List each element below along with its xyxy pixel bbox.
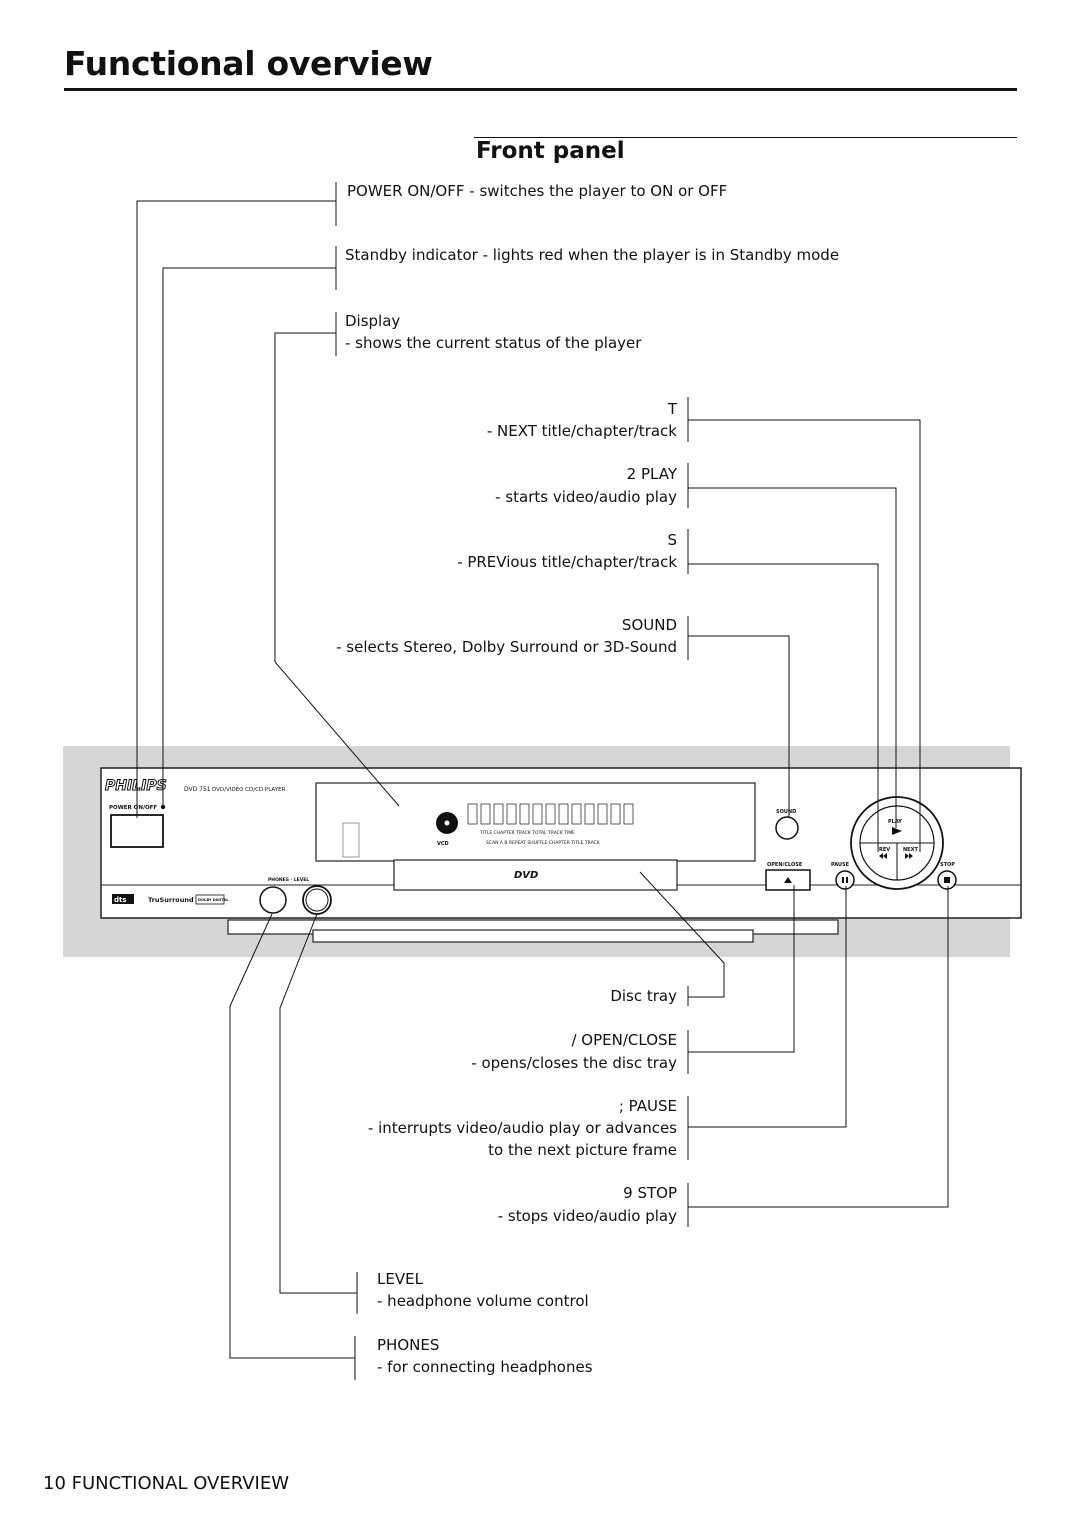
pause-leader — [688, 886, 847, 1128]
cd-logo — [342, 822, 360, 858]
eject-icon — [784, 877, 792, 883]
play-leader — [688, 487, 897, 828]
disc-tray[interactable] — [393, 859, 678, 891]
power-panel-label: POWER ON/OFF — [109, 805, 157, 811]
section-rule — [474, 137, 1017, 138]
next-leader — [688, 419, 921, 852]
next-panel-label: NEXT — [903, 847, 918, 853]
sound-panel-label: SOUND — [776, 809, 796, 815]
open-close-label-name: / OPEN/CLOSE — [571, 1031, 677, 1049]
section-title: Front panel — [476, 138, 625, 164]
standby-leader — [162, 267, 336, 806]
brand-logo: PHILIPS — [105, 778, 167, 794]
segment-display — [467, 803, 634, 825]
pause-label-desc1: - interrupts video/audio play or advance… — [367, 1119, 677, 1137]
standby-label: Standby indicator - lights red when the … — [345, 246, 840, 264]
stop-panel-label: STOP — [940, 862, 955, 868]
phones-jack[interactable] — [259, 886, 287, 914]
leader-lines — [136, 182, 949, 1380]
display-indicators-row1: TITLE CHAPTER TRACK TOTAL TRACK TIME — [479, 830, 575, 836]
stop-leader — [688, 886, 949, 1208]
phones-level-panel-label: PHONES · LEVEL — [268, 877, 309, 883]
page-title: Functional overview — [64, 44, 433, 83]
play-panel-label: PLAY — [888, 819, 902, 825]
level-label-name: LEVEL — [377, 1270, 423, 1288]
stop-label-name: 9 STOP — [623, 1184, 677, 1202]
prev-leader — [688, 563, 879, 852]
power-button[interactable] — [110, 814, 164, 848]
trusurround-logo: TruSurround — [148, 896, 194, 904]
display-leader — [274, 332, 400, 807]
sound-label-name: SOUND — [621, 616, 677, 634]
sound-label-desc: - selects Stereo, Dolby Surround or 3D-S… — [336, 638, 677, 656]
device-base-lip — [312, 929, 754, 943]
prev-label-name: S — [667, 531, 677, 549]
pause-label-desc2: to the next picture frame — [488, 1141, 677, 1159]
disc-tray-leader — [639, 871, 725, 998]
vcd-indicator: VCD — [437, 841, 449, 847]
phones-label-desc: - for connecting headphones — [377, 1358, 593, 1376]
model-desc: DVD/VIDEO CD/CD PLAYER — [212, 787, 286, 793]
phones-label-name: PHONES — [377, 1336, 440, 1354]
next-icon — [905, 853, 913, 859]
page-footer: 10 FUNCTIONAL OVERVIEW — [43, 1473, 290, 1494]
rev-panel-label: REV — [879, 847, 890, 853]
display-label-name: Display — [345, 312, 401, 330]
disc-tray-label: Disc tray — [610, 987, 677, 1005]
stop-label-desc: - stops video/audio play — [497, 1207, 677, 1225]
display-window — [315, 782, 756, 862]
level-label-desc: - headphone volume control — [377, 1292, 589, 1310]
stop-icon — [944, 877, 950, 883]
next-label-name: T — [667, 400, 677, 418]
prev-label-desc: - PREVious title/chapter/track — [457, 553, 677, 571]
pause-label-name: ; PAUSE — [618, 1097, 677, 1115]
svg-text:DOLBY DIGITAL: DOLBY DIGITAL — [198, 898, 229, 902]
model-label: DVD 751 — [184, 786, 211, 793]
sound-button[interactable] — [775, 816, 799, 840]
level-leader — [279, 913, 357, 1294]
display-label-desc: - shows the current status of the player — [345, 334, 642, 352]
standby-led — [160, 804, 166, 810]
dvd-logo: DVD — [514, 870, 538, 881]
open-close-label-desc: - opens/closes the disc tray — [471, 1054, 677, 1072]
title-rule — [64, 88, 1017, 91]
power-leader — [136, 200, 336, 818]
pause-button[interactable] — [835, 870, 855, 890]
play-label-desc: - starts video/audio play — [495, 488, 677, 506]
phones-leader — [229, 913, 355, 1359]
power-label: POWER ON/OFF - switches the player to ON… — [347, 182, 728, 200]
play-button[interactable] — [892, 827, 902, 835]
dolby-logo — [195, 894, 225, 905]
open-close-leader — [688, 885, 795, 1053]
pause-panel-label: PAUSE — [831, 862, 850, 868]
display-indicators-row2: SCAN A B REPEAT SHUFFLE CHAPTER TITLE TR… — [486, 840, 601, 846]
next-label-desc: - NEXT title/chapter/track — [486, 422, 677, 440]
dts-logo — [112, 894, 134, 904]
sound-leader — [688, 635, 790, 818]
play-label-name: 2 PLAY — [626, 465, 677, 483]
svg-text:dts: dts — [114, 896, 127, 904]
rev-icon — [879, 853, 887, 859]
open-close-panel-label: OPEN/CLOSE — [767, 862, 803, 868]
pause-icon — [842, 877, 844, 883]
